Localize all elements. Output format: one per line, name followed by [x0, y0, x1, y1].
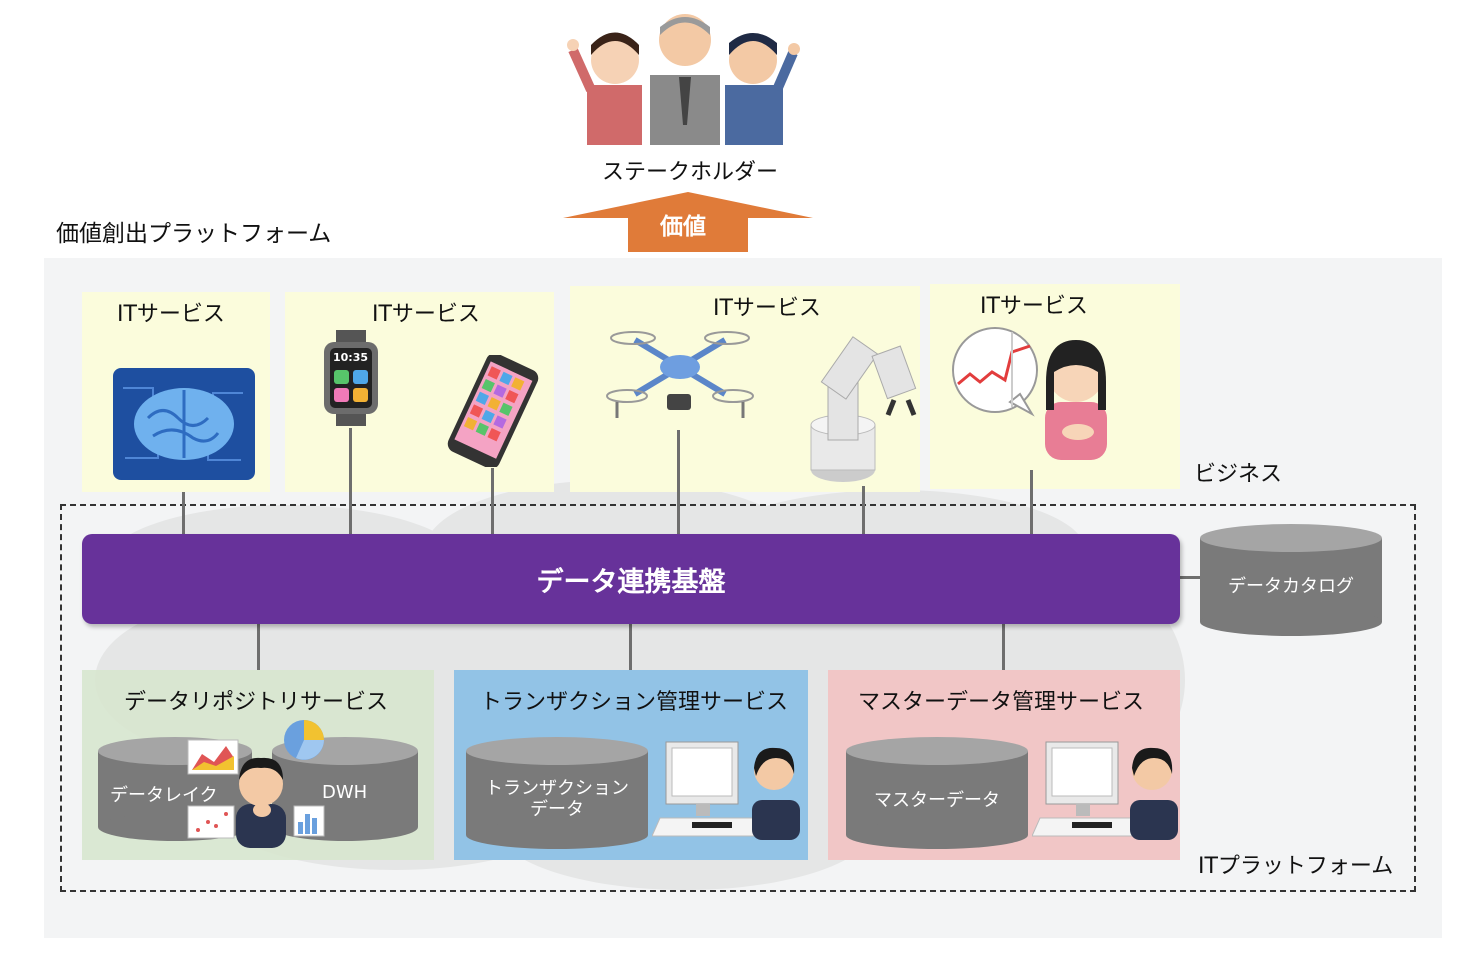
- it-platform-boundary: [60, 504, 1416, 892]
- connector-service-2a: [349, 428, 352, 534]
- analyst-chart-icon: [950, 322, 1110, 462]
- data-integration-hub: データ連携基盤: [82, 534, 1180, 624]
- connector-service-3a: [677, 430, 680, 534]
- stakeholders-label: ステークホルダー: [602, 160, 779, 185]
- operator-computer-icon-1: [651, 740, 802, 840]
- connector-catalog: [1180, 576, 1202, 579]
- smartwatch-time: 10:35: [333, 351, 369, 364]
- master-title: マスターデータ管理サービス: [858, 690, 1145, 715]
- drone-icon: [605, 322, 755, 422]
- it-service-label-1: ITサービス: [117, 302, 225, 327]
- connector-service-2b: [491, 468, 494, 534]
- data-catalog-label: データカタログ: [1228, 576, 1354, 597]
- transaction-data-cylinder: [466, 737, 648, 849]
- business-label: ビジネス: [1194, 462, 1283, 487]
- it-service-label-3: ITサービス: [713, 296, 821, 321]
- operator-computer-icon-2: [1031, 740, 1180, 840]
- smartphone-icon: [440, 353, 546, 469]
- robot-arm-icon: [808, 330, 923, 485]
- smartwatch-icon: [322, 330, 380, 426]
- master-data-cylinder: [846, 737, 1028, 849]
- data-catalog-cylinder: [1200, 524, 1382, 636]
- it-service-label-4: ITサービス: [980, 294, 1088, 319]
- transaction-title: トランザクション管理サービス: [480, 690, 789, 715]
- data-lake-label: データレイク: [110, 785, 218, 806]
- hub-label: データ連携基盤: [536, 567, 726, 598]
- it-platform-label: ITプラットフォーム: [1198, 854, 1394, 879]
- connector-service-4: [1030, 470, 1033, 534]
- connector-service-3b: [862, 486, 865, 534]
- connector-transaction: [629, 624, 632, 670]
- connector-service-1: [182, 492, 185, 534]
- value-arrow-label: 価値: [660, 214, 706, 240]
- repository-title: データリポジトリサービス: [124, 690, 389, 715]
- dwh-label: DWH: [322, 782, 368, 803]
- connector-repository: [257, 624, 260, 670]
- connector-master: [1002, 624, 1005, 670]
- brain-chip-icon: [113, 368, 255, 480]
- transaction-data-label-line2: データ: [530, 799, 584, 820]
- thinking-analyst-icon: [186, 718, 336, 848]
- master-data-label: マスターデータ: [874, 790, 1000, 811]
- value-arrow: [563, 192, 813, 252]
- transaction-data-label-line1: トランザクション: [485, 778, 629, 799]
- it-service-label-2: ITサービス: [372, 302, 480, 327]
- platform-title: 価値創出プラットフォーム: [56, 221, 332, 247]
- stakeholders-illustration: [565, 5, 805, 145]
